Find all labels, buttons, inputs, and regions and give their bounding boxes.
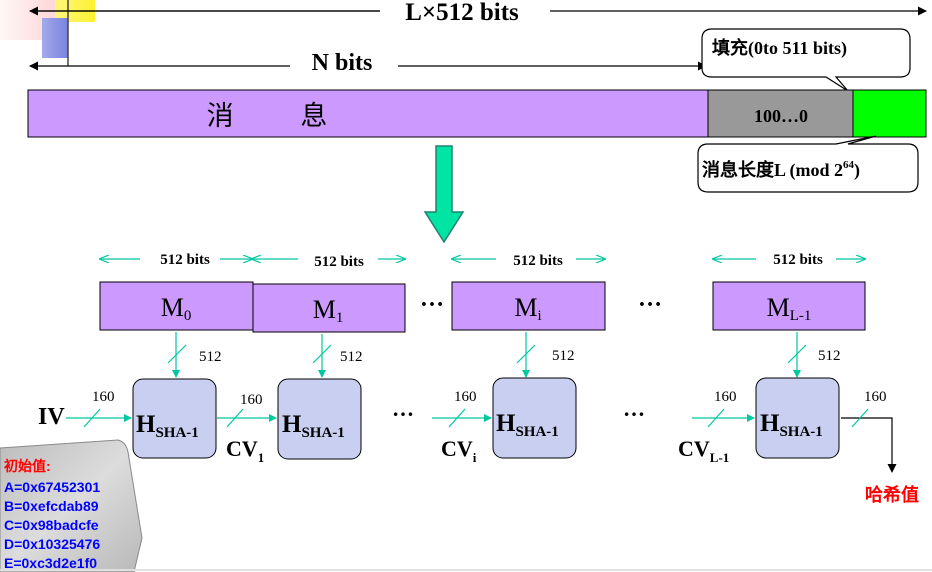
chain-tick-last [707,408,725,428]
cv-last-label: CVL-1 [678,436,729,465]
init-value-d: D=0x10325476 [4,536,100,552]
padding-callout: 填充(0to 511 bits) [701,28,911,92]
init-value-e: E=0xc3d2e1f0 [4,555,97,571]
block-size-label-i: 512 bits [513,253,563,269]
chain-bits-last: 160 [714,389,737,405]
length-note: 消息长度L (mod 264) [702,159,860,181]
output-tick [851,408,869,428]
input-tick-0 [167,344,187,364]
compression-boxes: HSHA-1 HSHA-1 HSHA-1 HSHA-1 [132,377,840,460]
block-mlast-label: ML-1 [767,293,812,324]
block-mi-label: Mi [514,293,541,324]
input-tick-i [516,344,536,364]
init-values-background [0,439,143,572]
h-box-2-label: HSHA-1 [282,411,345,441]
padding-segment-label: 100…0 [754,106,808,126]
chain-bits-1: 160 [240,392,263,408]
init-values-title: 初始值: [4,458,51,474]
output-bits: 160 [864,389,887,405]
input-bits-0: 512 [199,349,222,365]
message-length-label: N bits [312,50,373,76]
length-segment [852,89,927,138]
init-values-note: 初始值: A=0x67452301 B=0xefcdab89 C=0x98bad… [0,439,143,572]
total-length-label: L×512 bits [405,0,519,26]
input-bits-last: 512 [818,348,841,364]
cv-1-label: CV1 [226,436,264,465]
chain-tick-1 [226,408,244,428]
block-m0 [99,281,254,331]
h-box-1 [132,378,217,459]
block-m0-label: M0 [161,293,192,324]
h-box-2 [277,378,362,460]
length-callout: 消息长度L (mod 264) [697,135,919,193]
cv-i-label: CVi [441,436,477,465]
hash-output-label: 哈希值 [865,484,919,505]
input-tick-1 [312,344,332,364]
input-tick-last [787,344,807,364]
output-arrow [841,417,897,473]
chain-bits-i: 160 [454,389,477,405]
h-box-last [755,377,840,459]
iv-bits: 160 [92,389,115,405]
chain-ellipsis-1: … [392,396,414,421]
block-mi [451,281,606,331]
block-ellipsis-1: … [420,286,444,312]
init-value-c: C=0x98badcfe [4,517,99,533]
block-size-row: 512 bits 512 bits 512 bits 512 bits [100,248,865,270]
block-m1-label: M1 [313,295,344,326]
block-size-label-bg [496,249,576,269]
h-box-1-label: HSHA-1 [136,411,199,441]
chain-ellipsis-2: … [623,396,645,421]
init-value-a: A=0x67452301 [4,479,100,495]
iv-tick [83,408,101,428]
chain-tick-i [448,408,466,428]
input-bits-i: 512 [552,348,575,364]
message-segment-label: 消 息 [207,101,358,131]
h-box-last-label: HSHA-1 [760,410,823,440]
block-size-label-bg [140,248,220,268]
block-inputs: 512 512 512 512 [167,332,841,378]
split-arrow [423,145,465,244]
block-mlast [712,281,866,331]
slide-decoration [0,0,930,66]
input-bits-1: 512 [340,349,363,365]
chain-links: IV 160 160 CV1 … 160 CVi … 160 CVL-1 160… [38,389,919,505]
padding-note: 填充(0to 511 bits) [712,37,847,59]
block-size-label-1: 512 bits [314,254,364,270]
block-size-label-0: 512 bits [160,252,210,268]
message-segment [27,89,709,138]
iv-label: IV [38,404,65,430]
h-box-i-label: HSHA-1 [496,410,559,440]
message-blocks: M0 M1 … Mi … ML-1 [99,281,866,333]
init-value-b: B=0xefcdab89 [4,498,99,514]
block-size-label-bg [756,249,836,269]
block-m1 [252,283,406,333]
block-ellipsis-2: … [638,286,662,312]
padding-segment [707,89,854,138]
h-box-i [492,377,577,459]
block-size-label-last: 512 bits [773,252,823,268]
block-size-label-bg [298,249,378,269]
